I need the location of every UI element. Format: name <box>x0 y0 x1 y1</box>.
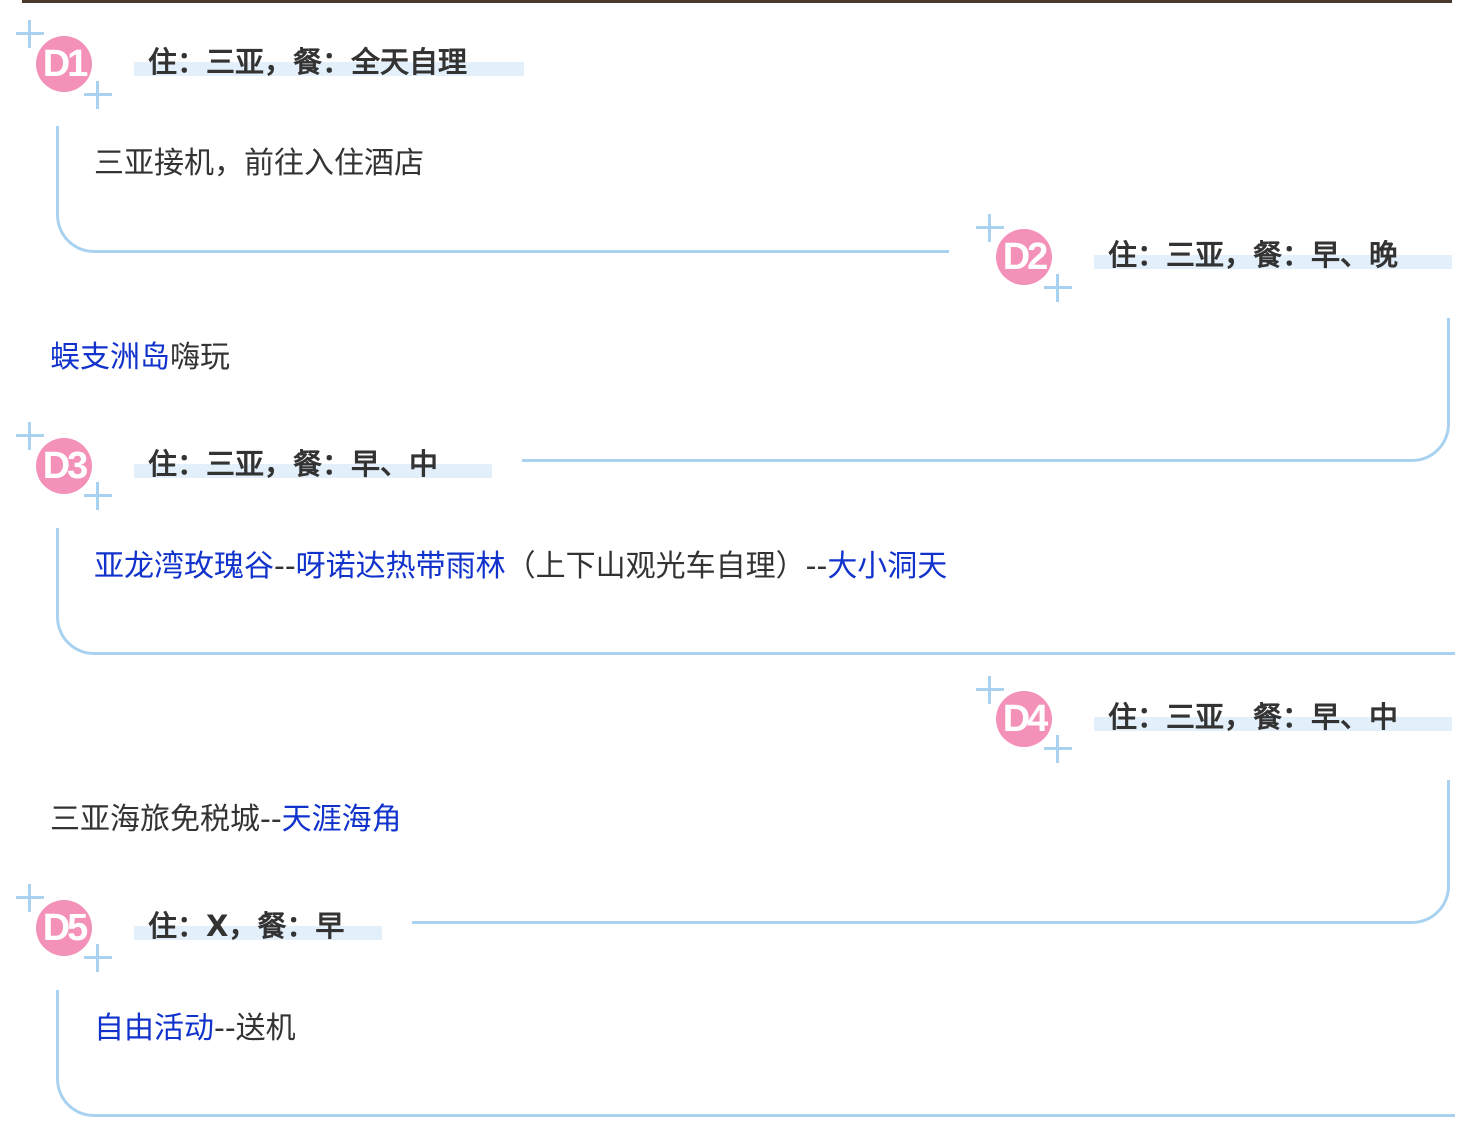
day-badge-d1: D1 <box>36 36 92 92</box>
day-badge-d2: D2 <box>996 229 1052 285</box>
day-connector-d4 <box>412 780 1450 924</box>
day-badge-d5: D5 <box>36 900 92 956</box>
activity-link[interactable]: 自由活动 <box>94 1011 214 1046</box>
plus-decoration-icon <box>16 884 44 912</box>
day-connector-d2 <box>522 318 1450 462</box>
plus-decoration-icon <box>84 482 112 510</box>
plus-decoration-icon <box>16 20 44 48</box>
activity-link[interactable]: 天涯海角 <box>281 802 402 837</box>
activity-text: 三亚海旅免税城-- <box>50 802 282 837</box>
day-title-d3: 住：三亚，餐：早、中 <box>134 450 492 479</box>
activity-link[interactable]: 蜈支洲岛 <box>50 340 170 375</box>
day-connector-d5 <box>56 990 1455 1117</box>
plus-decoration-icon <box>16 422 44 450</box>
activity-link[interactable]: 呀诺达热带雨林 <box>295 549 506 584</box>
day-connector-d1 <box>56 126 949 253</box>
plus-decoration-icon <box>976 676 1004 704</box>
day-title-d1: 住：三亚，餐：全天自理 <box>134 48 524 77</box>
day-activity-d3: 亚龙湾玫瑰谷--呀诺达热带雨林（上下山观光车自理）--大小洞天 <box>94 547 947 587</box>
day-title-d4: 住：三亚，餐：早、中 <box>1094 703 1452 732</box>
plus-decoration-icon <box>84 944 112 972</box>
day-badge-d4: D4 <box>996 691 1052 747</box>
activity-text: 三亚接机，前往入住酒店 <box>94 146 424 181</box>
plus-decoration-icon <box>84 81 112 109</box>
plus-decoration-icon <box>1044 274 1072 302</box>
day-title-d2: 住：三亚，餐：早、晚 <box>1094 241 1452 270</box>
day-title-d5: 住：X，餐：早 <box>134 912 382 941</box>
activity-text: -- <box>274 549 296 584</box>
day-badge-d3: D3 <box>36 438 92 494</box>
plus-decoration-icon <box>976 214 1004 242</box>
top-image-edge <box>22 0 1452 3</box>
activity-link[interactable]: 亚龙湾玫瑰谷 <box>94 549 274 584</box>
day-activity-d1: 三亚接机，前往入住酒店 <box>94 144 424 184</box>
day-connector-d3 <box>56 528 1455 655</box>
day-activity-d4: 三亚海旅免税城--天涯海角 <box>50 800 402 840</box>
activity-text: 嗨玩 <box>170 340 230 375</box>
activity-link[interactable]: 大小洞天 <box>827 549 948 584</box>
activity-text: --送机 <box>214 1011 296 1046</box>
day-activity-d5: 自由活动--送机 <box>94 1009 296 1049</box>
day-activity-d2: 蜈支洲岛嗨玩 <box>50 338 230 378</box>
activity-text: （上下山观光车自理）-- <box>505 549 828 584</box>
plus-decoration-icon <box>1044 735 1072 763</box>
